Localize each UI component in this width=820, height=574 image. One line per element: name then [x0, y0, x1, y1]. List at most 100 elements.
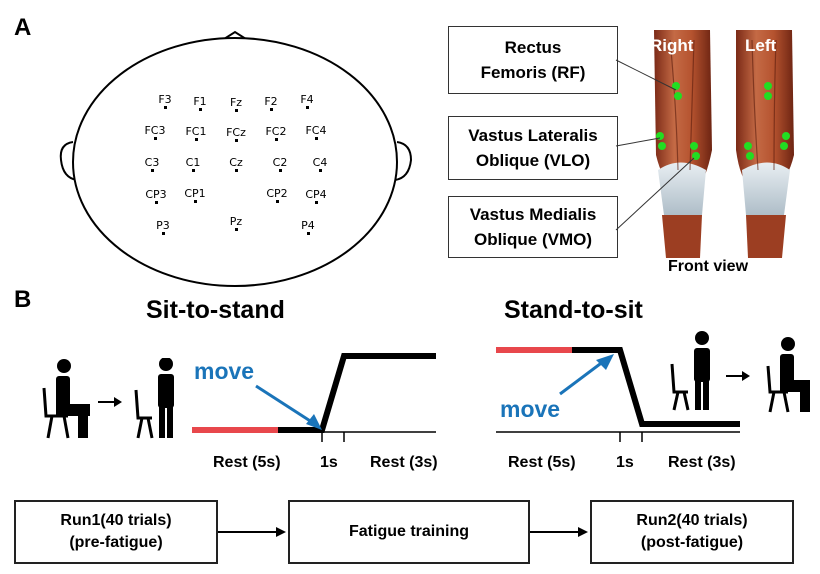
- electrode-f1: F1: [185, 96, 215, 111]
- head-diagram: [59, 30, 413, 287]
- right-ear: [394, 141, 413, 181]
- electrode-label: Cz: [229, 156, 243, 169]
- run1-box: Run1(40 trials) (pre-fatigue): [14, 500, 218, 564]
- electrode-label: P3: [156, 219, 170, 232]
- electrode-dot: [269, 108, 273, 111]
- muscle-vlo-line1: Vastus Lateralis: [468, 126, 598, 145]
- electrode-dot: [234, 109, 238, 112]
- electrode-cp2: CP2: [262, 188, 292, 203]
- move-arrow: [255, 384, 319, 428]
- sit-to-stand-1s: 1s: [320, 454, 338, 471]
- sit-to-stand-title: Sit-to-stand: [146, 296, 285, 324]
- electrode-dot: [305, 106, 309, 109]
- panel-b-label: B: [14, 286, 32, 313]
- stand-to-sit-title: Stand-to-sit: [504, 296, 643, 324]
- run1-line1: Run1(40 trials): [60, 512, 172, 529]
- flow-arrows: [218, 527, 588, 537]
- electrode-dot: [191, 169, 195, 172]
- electrode-fc3: FC3: [140, 125, 170, 140]
- muscle-rf-line1: Rectus: [504, 38, 562, 57]
- electrode-label: FC3: [144, 124, 166, 137]
- electrode-label: F4: [300, 93, 314, 106]
- electrode-dot: [278, 169, 282, 172]
- trace: [278, 353, 436, 433]
- electrode-label: C3: [144, 156, 160, 169]
- arrow-right-icon: [98, 397, 122, 407]
- electrode-dot: [163, 106, 167, 109]
- electrode-label: FC1: [185, 125, 207, 138]
- electrode-pz: Pz: [221, 216, 251, 231]
- electrode-f3: F3: [150, 94, 180, 109]
- electrode-fz: Fz: [221, 97, 251, 112]
- arrow-right-icon: [726, 371, 750, 381]
- fatigue-training-box: Fatigue training: [288, 500, 530, 564]
- left-thigh: [736, 30, 794, 190]
- electrode-cp4: CP4: [301, 189, 331, 204]
- sit-to-stand-timeline: [192, 353, 436, 442]
- electrode-label: FC2: [265, 125, 287, 138]
- stand-to-sit-1s: 1s: [616, 454, 634, 471]
- electrode-dot: [154, 201, 158, 204]
- right-shin: [662, 215, 702, 258]
- electrode-dot: [234, 169, 238, 172]
- left-knee: [742, 162, 790, 220]
- fatigue-training-label: Fatigue training: [349, 523, 469, 540]
- electrode-fcz: FCz: [221, 127, 251, 142]
- electrode-fc2: FC2: [261, 126, 291, 141]
- standing-person-icon: [134, 358, 174, 439]
- sit-to-stand-icons: [42, 358, 174, 439]
- stand-to-sit-icons: [670, 331, 810, 413]
- electrode-dot: [306, 232, 310, 235]
- electrode-cp3: CP3: [141, 189, 171, 204]
- electrode-dot: [161, 232, 165, 235]
- electrode-label: CP1: [184, 187, 206, 200]
- electrode-label: F3: [158, 93, 172, 106]
- front-view-label: Front view: [668, 258, 749, 275]
- left-shin: [746, 215, 786, 258]
- electrode-dot: [150, 169, 154, 172]
- electrode-label: C1: [185, 156, 201, 169]
- electrode-dot: [198, 108, 202, 111]
- electrode-dot: [234, 139, 238, 142]
- sitting-person-icon: [766, 337, 810, 413]
- flow-arrow-1: [218, 527, 286, 537]
- electrode-f2: F2: [256, 96, 286, 111]
- electrode-label: FC4: [305, 124, 327, 137]
- electrode-dot: [153, 137, 157, 140]
- electrode-label: CP3: [145, 188, 167, 201]
- run2-line1: Run2(40 trials): [636, 512, 748, 529]
- stand-to-sit-rest1: Rest (5s): [508, 454, 576, 471]
- muscle-vmo-line1: Vastus Medialis: [469, 205, 597, 224]
- electrode-c1: C1: [178, 157, 208, 172]
- electrode-label: Fz: [229, 96, 243, 109]
- muscle-vlo-line2: Oblique (VLO): [475, 151, 591, 170]
- electrode-dot: [318, 169, 322, 172]
- electrode-cp1: CP1: [180, 188, 210, 203]
- electrode-cz: Cz: [221, 157, 251, 172]
- electrode-label: CP4: [305, 188, 327, 201]
- right-leg-label: Right: [650, 36, 694, 55]
- electrode-fc4: FC4: [301, 125, 331, 140]
- right-thigh: [654, 30, 712, 190]
- electrode-dot: [193, 200, 197, 203]
- electrode-p4: P4: [293, 220, 323, 235]
- electrode-label: FCz: [226, 126, 246, 139]
- sitting-person-icon: [42, 359, 90, 439]
- electrode-dot: [194, 138, 198, 141]
- sit-to-stand-rest2: Rest (3s): [370, 454, 438, 471]
- electrode-dot: [314, 201, 318, 204]
- electrode-label: F1: [193, 95, 207, 108]
- run2-box: Run2(40 trials) (post-fatigue): [590, 500, 794, 564]
- sit-to-stand-rest1: Rest (5s): [213, 454, 281, 471]
- stand-to-sit-rest2: Rest (3s): [668, 454, 736, 471]
- legs-front-view: [654, 30, 794, 258]
- electrode-label: CP2: [266, 187, 288, 200]
- electrode-label: Pz: [229, 215, 243, 228]
- muscle-rf-line2: Femoris (RF): [480, 63, 586, 82]
- left-ear: [59, 141, 78, 181]
- trace: [572, 347, 740, 427]
- head-outline: [72, 37, 398, 287]
- electrode-fc1: FC1: [181, 126, 211, 141]
